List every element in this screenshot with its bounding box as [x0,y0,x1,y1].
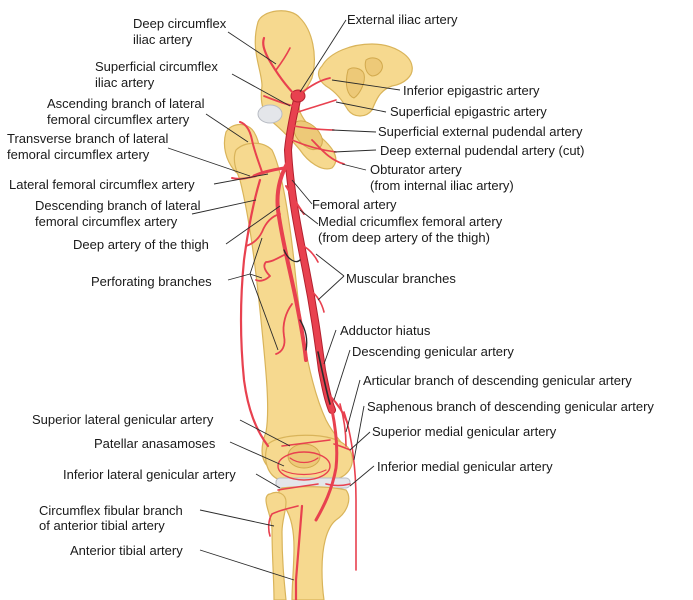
sacrum [317,43,413,117]
label-descending-lateral-2: femoral circumflex artery [35,214,178,229]
hip-bone [254,10,337,170]
sacral-detail [345,67,365,99]
label-saphenous-branch: Saphenous branch of descending genicular… [367,399,654,414]
patellar-anastomoses-ring [277,451,331,481]
sacral-detail-2 [364,57,383,77]
label-medial-circumflex-2: (from deep artery of the thigh) [318,230,490,245]
bones [223,10,413,600]
label-medial-circumflex-1: Medial cricumflex femoral artery [318,214,503,229]
anterior-tibial-artery [294,504,304,600]
label-transverse-lateral-1: Transverse branch of lateral [7,131,168,146]
label-anterior-tibial: Anterior tibial artery [70,543,183,558]
superficial-circumflex-iliac [263,95,295,107]
inferior-medial-genicular [325,483,351,487]
label-femoral-artery: Femoral artery [312,197,397,212]
label-circumflex-fibular-2: of anterior tibial artery [39,518,165,533]
label-transverse-lateral-2: femoral circumflex artery [7,147,150,162]
circumflex-fibular-branch [267,505,299,537]
label-external-iliac: External iliac artery [347,12,458,27]
label-deep-artery-thigh: Deep artery of the thigh [73,237,209,252]
tibia [277,486,350,600]
fibula [265,491,287,600]
label-patellar-anastomoses: Patellar anasamoses [94,436,216,451]
label-perforating-branches: Perforating branches [91,274,212,289]
muscular-vessel-dark-2 [299,319,308,351]
obturator-artery [311,139,345,165]
label-lateral-femoral-circumflex: Lateral femoral circumflex artery [9,177,195,192]
leader-lines [167,19,401,581]
label-obturator-2: (from internal iliac artery) [370,178,514,193]
label-circumflex-fibular-1: Circumflex fibular branch [39,503,183,518]
label-obturator-1: Obturator artery [370,162,462,177]
label-superficial-circumflex-iliac-2: iliac artery [95,75,155,90]
perforating-branch-3 [275,303,293,355]
popliteal-artery [314,408,339,522]
superior-lateral-genicular [281,439,331,447]
patellar-anastomoses-cross [281,457,327,476]
superficial-external-pudendal [293,125,335,131]
arteries [231,36,357,600]
perforating-branch-1 [245,213,281,247]
saphenous-branch [343,411,357,571]
muscular-branch-2 [309,289,325,313]
label-ascending-lateral-2: femoral circumflex artery [47,112,190,127]
label-deep-external-pudendal: Deep external pudendal artery (cut) [380,143,585,158]
label-deep-circumflex-iliac-2: iliac artery [133,32,193,47]
patella [287,443,321,469]
perforating-branch-2 [255,253,287,282]
label-inferior-medial-genicular: Inferior medial genicular artery [377,459,553,474]
labels: Deep circumflex iliac artery External il… [7,12,654,558]
label-inferior-lateral-genicular: Inferior lateral genicular artery [63,467,236,482]
superior-medial-genicular [333,443,351,451]
label-adductor-hiatus: Adductor hiatus [340,323,431,338]
ascending-branch [239,121,263,173]
descending-branch [239,178,270,448]
label-articular-branch: Articular branch of descending genicular… [363,373,632,388]
label-descending-genicular: Descending genicular artery [352,344,514,359]
adductor-vessel-dark [317,351,331,405]
muscular-branch-1 [299,243,319,263]
deep-circumflex-branch [275,47,291,71]
label-deep-circumflex-iliac-1: Deep circumflex [133,16,227,31]
deep-circumflex-iliac [262,36,298,98]
femoral-head [257,104,283,124]
label-superficial-circumflex-iliac-1: Superficial circumflex [95,59,218,74]
label-muscular-branches: Muscular branches [346,271,456,286]
label-descending-lateral-1: Descending branch of lateral [35,198,201,213]
label-ascending-lateral-1: Ascending branch of lateral [47,96,205,111]
superficial-epigastric [297,99,337,113]
muscular-vessel-dark-1 [283,249,301,263]
label-inferior-epigastric: Inferior epigastric artery [403,83,540,98]
deep-external-pudendal [291,139,337,153]
inferior-epigastric [299,77,331,95]
inferior-lateral-genicular [277,483,319,491]
label-superior-medial-genicular: Superior medial genicular artery [372,424,557,439]
articular-branch [339,403,347,447]
label-superficial-external-pudendal: Superficial external pudendal artery [378,124,583,139]
label-superficial-epigastric: Superficial epigastric artery [390,104,547,119]
label-superior-lateral-genicular: Superior lateral genicular artery [32,412,214,427]
